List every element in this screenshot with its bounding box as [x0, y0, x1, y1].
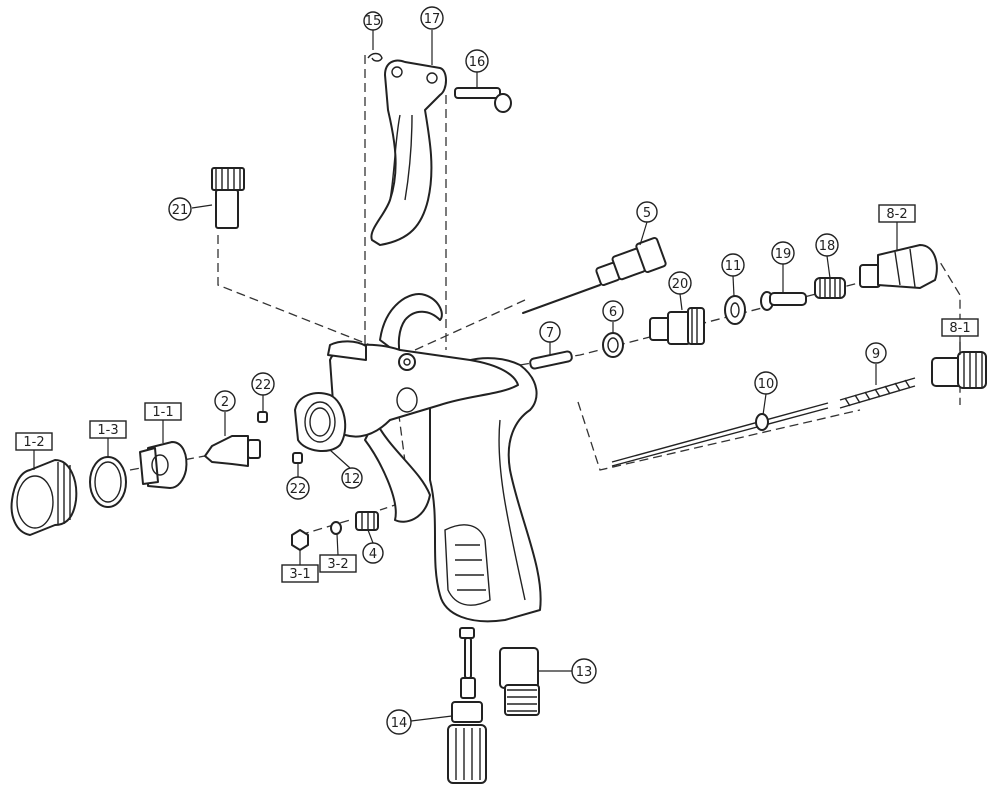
callout-16-text: 16	[469, 55, 486, 70]
valve-housing-part	[649, 307, 705, 345]
callout-leaders	[33, 30, 961, 722]
callout-8-2: 8-2	[878, 204, 916, 223]
callout-10: 10	[754, 371, 778, 395]
callout-5-text: 5	[643, 206, 651, 221]
o-ring-6	[602, 332, 624, 358]
callout-1-2: 1-2	[15, 432, 53, 451]
valve-seat	[355, 511, 379, 531]
set-screw-lower	[292, 452, 303, 464]
callout-1-2-text: 1-2	[23, 435, 44, 450]
callout-13: 13	[571, 658, 597, 684]
callout-4: 4	[362, 542, 384, 564]
pin-part	[454, 87, 512, 113]
gun-body	[294, 293, 542, 623]
callout-6: 6	[602, 300, 624, 322]
callout-8-2-text: 8-2	[886, 207, 907, 222]
callout-7: 7	[539, 321, 561, 343]
callout-11: 11	[721, 253, 745, 277]
small-washer	[330, 521, 342, 535]
callout-20-text: 20	[672, 277, 689, 292]
callout-22-upper: 22	[251, 372, 275, 396]
small-spring	[814, 277, 846, 299]
clip-part	[367, 52, 383, 62]
callout-3-2-text: 3-2	[327, 557, 348, 572]
fluid-nozzle	[204, 435, 261, 467]
callout-19-text: 19	[775, 247, 792, 262]
callout-15-text: 15	[365, 14, 382, 29]
washer-11	[724, 295, 746, 325]
callout-6-text: 6	[609, 305, 617, 320]
callout-1-1: 1-1	[144, 402, 182, 421]
air-valve-stem	[529, 350, 573, 370]
callout-3-1: 3-1	[281, 564, 319, 583]
callout-22-upper-text: 22	[255, 378, 272, 393]
callout-22-lower: 22	[286, 476, 310, 500]
adapter-part	[211, 167, 245, 229]
callout-17: 17	[420, 6, 444, 30]
callout-13-text: 13	[576, 665, 593, 680]
callout-14: 14	[386, 709, 412, 735]
callout-18: 18	[815, 233, 839, 257]
callout-19: 19	[771, 241, 795, 265]
callout-12: 12	[341, 467, 363, 489]
callout-11-text: 11	[725, 259, 742, 274]
hex-nut	[291, 529, 309, 551]
fan-adjuster-part	[859, 244, 938, 289]
callout-3-1-text: 3-1	[289, 567, 310, 582]
callout-8-1: 8-1	[941, 318, 979, 337]
callout-3-2: 3-2	[319, 554, 357, 573]
set-screw-upper	[257, 411, 268, 423]
callout-9: 9	[865, 342, 887, 364]
trigger-part	[370, 59, 447, 246]
callout-16: 16	[465, 49, 489, 73]
callout-14-text: 14	[391, 716, 408, 731]
callout-1-1-text: 1-1	[152, 405, 173, 420]
callout-21-text: 21	[172, 203, 189, 218]
needle-spring	[839, 377, 916, 409]
needle-adjust-knob	[931, 351, 987, 389]
callout-4-text: 4	[369, 547, 377, 562]
callout-10-text: 10	[758, 377, 775, 392]
callout-2: 2	[214, 390, 236, 412]
callout-15: 15	[363, 11, 383, 31]
callout-12-text: 12	[344, 472, 361, 487]
callout-labels: 15 17 16 21 5 8-2 18 19	[15, 6, 979, 735]
callout-21: 21	[168, 197, 192, 221]
callout-8-1-text: 8-1	[949, 321, 970, 336]
callout-1-3-text: 1-3	[97, 423, 118, 438]
callout-1-3: 1-3	[89, 420, 127, 439]
air-fitting	[499, 647, 540, 716]
callout-17-text: 17	[424, 12, 441, 27]
callout-2-text: 2	[221, 395, 229, 410]
air-cap-ring	[10, 459, 78, 536]
callout-22-lower-text: 22	[290, 482, 307, 497]
fluid-needle-part	[522, 236, 667, 314]
callout-18-text: 18	[819, 239, 836, 254]
air-cap	[139, 441, 188, 489]
needle-part	[611, 402, 829, 467]
callout-9-text: 9	[872, 347, 880, 362]
piston-part	[760, 291, 807, 311]
callout-7-text: 7	[546, 326, 554, 341]
seal-ring	[89, 456, 127, 508]
callout-20: 20	[668, 271, 692, 295]
air-regulator	[447, 627, 487, 784]
callout-5: 5	[636, 201, 658, 223]
